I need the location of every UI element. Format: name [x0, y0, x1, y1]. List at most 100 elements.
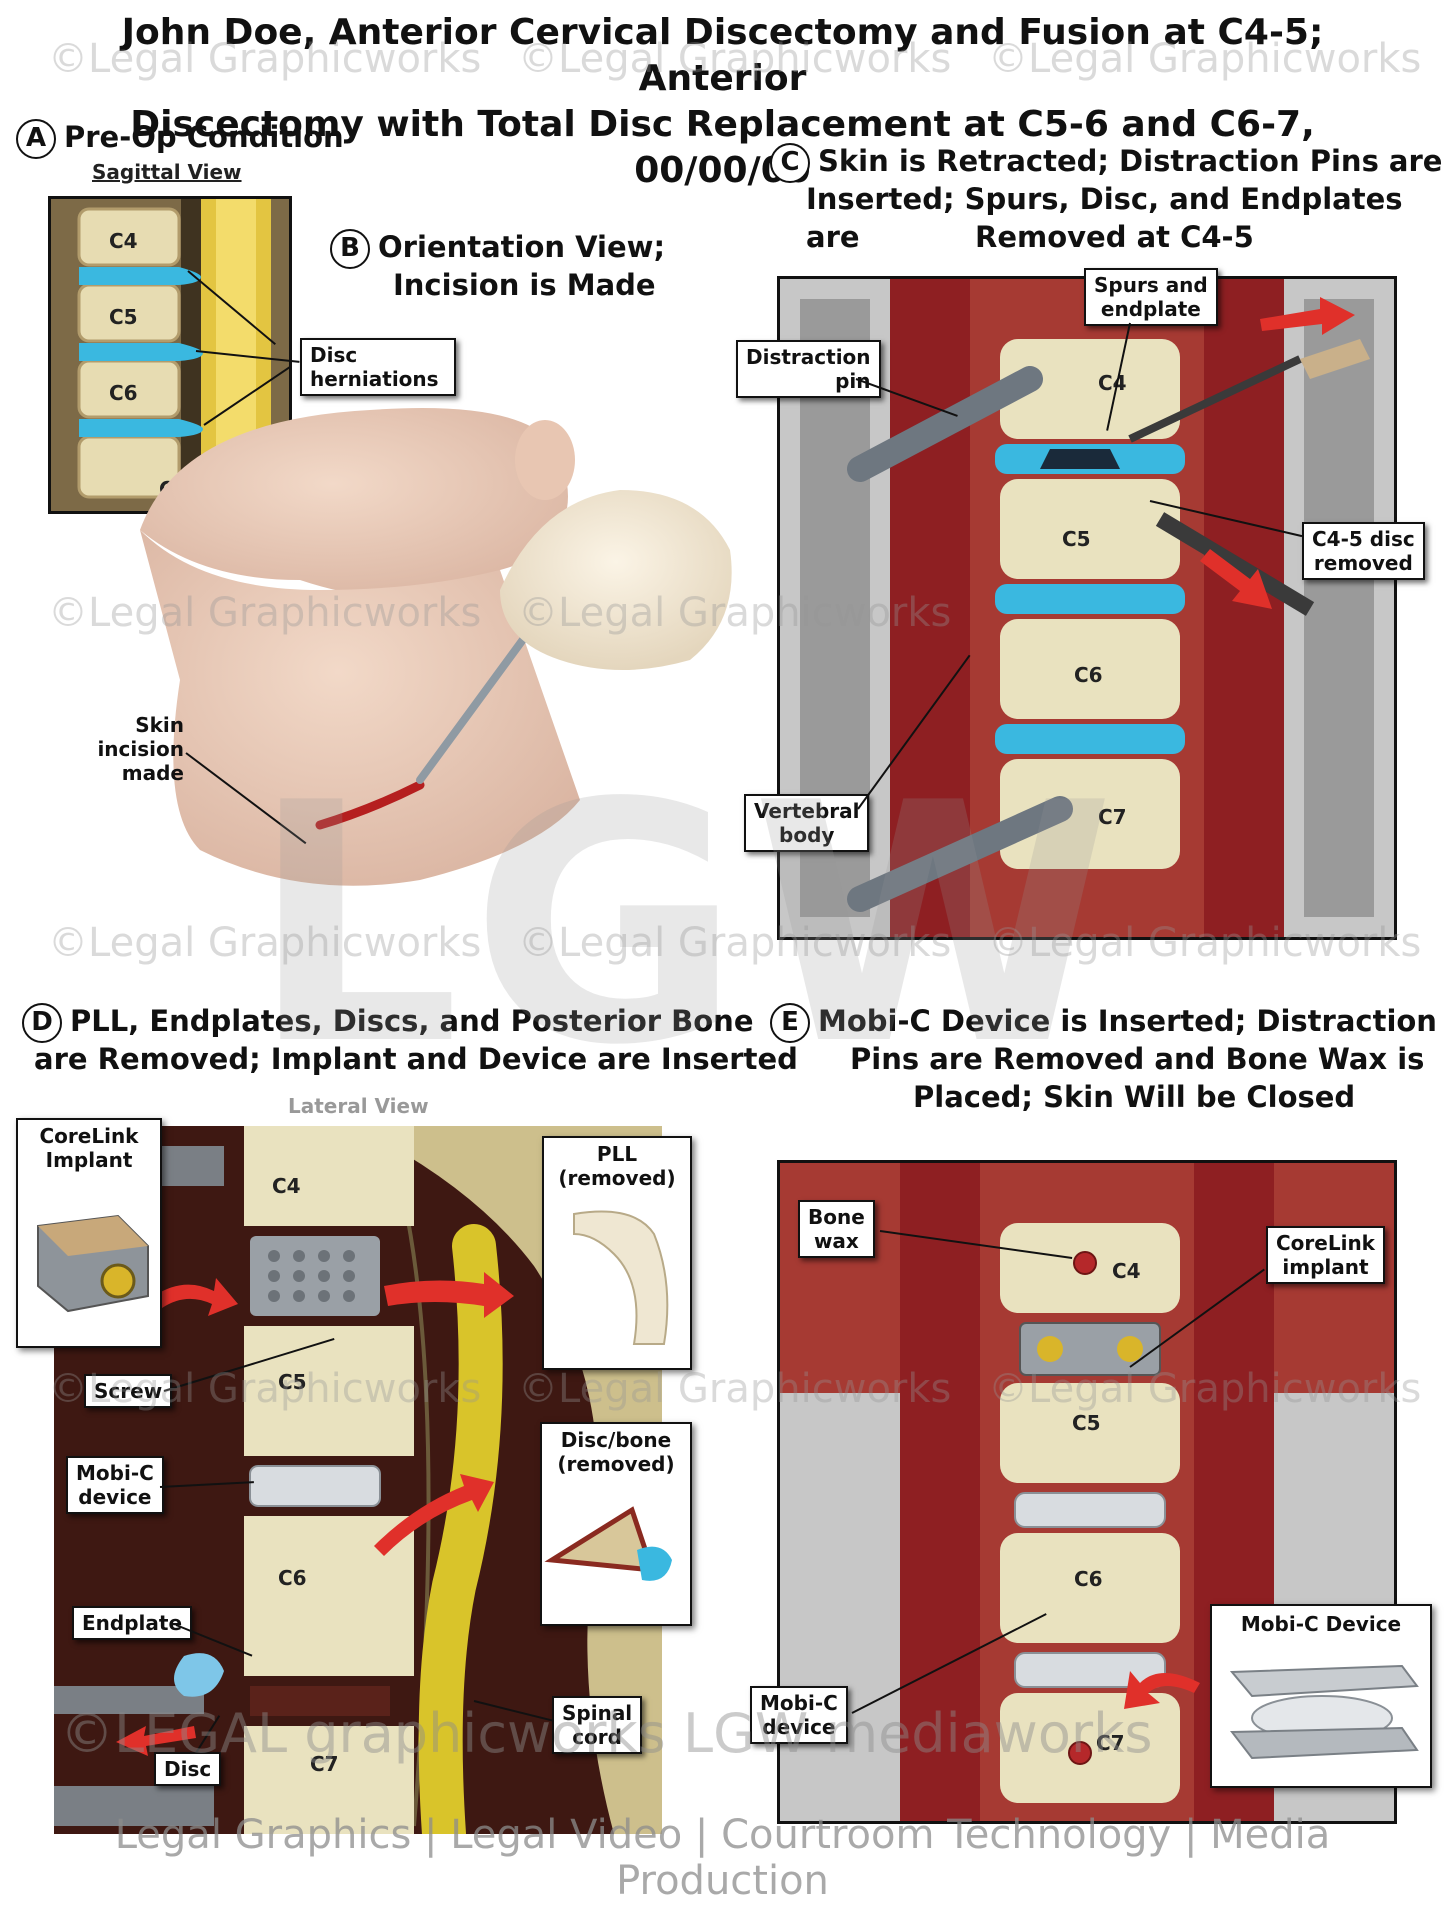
callout-pin-line-1: Distraction: [746, 345, 871, 369]
inset-discbone-line-2: (removed): [557, 1452, 675, 1476]
inset-pll-removed: PLL (removed): [542, 1136, 692, 1370]
callout-mobic-e-line-1: Mobi-C: [760, 1691, 838, 1715]
lateral-label-c6: C6: [278, 1566, 307, 1590]
closure-label-c5: C5: [1072, 1411, 1101, 1435]
closure-label-c6: C6: [1074, 1567, 1103, 1591]
callout-cord-line-2: cord: [572, 1725, 622, 1749]
callout-screw: Screw: [84, 1374, 173, 1408]
watermark-text-8: ©Legal Graphicworks: [988, 920, 1422, 966]
inset-pll-label: PLL (removed): [544, 1138, 690, 1194]
callout-corelink-e-line-1: CoreLink: [1276, 1231, 1375, 1255]
closure-label-c4: C4: [1112, 1259, 1141, 1283]
panel-e-title-1: Mobi-C Device is Inserted; Distraction: [818, 1004, 1437, 1038]
callout-disc-removed-line-1: C4-5 disc: [1312, 527, 1415, 551]
callout-corelink-implant-e: CoreLink implant: [1266, 1226, 1385, 1284]
callout-spurs-endplate: Spurs and endplate: [1084, 268, 1218, 326]
callout-disc-removed-line-2: removed: [1313, 551, 1413, 575]
callout-vertebral-body-line-1: Vertebral: [754, 799, 860, 823]
pll-graphic: [573, 1210, 669, 1345]
watermark-text-4: ©Legal Graphicworks: [48, 590, 482, 636]
panel-d-title-1: PLL, Endplates, Discs, and Posterior Bon…: [70, 1004, 754, 1038]
panel-a-view-label: Sagittal View: [92, 160, 242, 184]
callout-corelink-e-line-2: implant: [1282, 1255, 1369, 1279]
panel-d-title-2: are Removed; Implant and Device are Inse…: [34, 1042, 798, 1076]
callout-spurs-line-2: endplate: [1100, 297, 1201, 321]
callout-skin-incision-line-2: made: [121, 761, 184, 785]
callout-mobic-lateral-line-1: Mobi-C: [76, 1461, 154, 1485]
callout-spurs-line-1: Spurs and: [1094, 273, 1208, 297]
inset-pll-line-1: PLL: [596, 1142, 638, 1166]
inset-discbone-label: Disc/bone (removed): [542, 1424, 690, 1480]
watermark-text-9: ©Legal Graphicworks: [48, 1366, 482, 1412]
callout-vertebral-body-line-2: body: [779, 823, 835, 847]
lateral-label-c5: C5: [278, 1370, 307, 1394]
panel-e-letter: E: [770, 1003, 810, 1043]
panel-e-title-3: Placed; Skin Will be Closed: [913, 1080, 1356, 1114]
watermark-text-3: ©Legal Graphicworks: [988, 36, 1422, 82]
panel-d-letter: D: [22, 1003, 62, 1043]
callout-distraction-pin: Distraction pin: [736, 340, 881, 398]
inset-disc-bone-removed: Disc/bone (removed): [540, 1422, 692, 1626]
panel-e-title-2: Pins are Removed and Bone Wax is: [850, 1042, 1425, 1076]
watermark-text-2: ©Legal Graphicworks: [518, 36, 952, 82]
watermark-text-11: ©Legal Graphicworks: [988, 1366, 1422, 1412]
inset-pll-line-2: (removed): [558, 1166, 676, 1190]
title-line-1: John Doe, Anterior Cervical Discectomy a…: [121, 12, 1324, 99]
callout-vertebral-body: Vertebral body: [744, 794, 870, 852]
callout-mobic-e-line-2: device: [762, 1715, 836, 1739]
inset-corelink-line-1: CoreLink: [39, 1124, 139, 1148]
watermark-logo: LGW: [250, 733, 1126, 1117]
closure-label-c7: C7: [1096, 1731, 1125, 1755]
panel-a-title: Pre-Op Condition: [64, 120, 344, 154]
watermark-text-6: ©Legal Graphicworks: [48, 920, 482, 966]
panel-a-letter: A: [16, 119, 56, 159]
callout-pin-line-2: pin: [835, 369, 871, 393]
corelink-implant-graphic: [37, 1214, 149, 1313]
callout-spinal-cord: Spinal cord: [552, 1696, 643, 1754]
callout-skin-incision-line-1: Skin incision: [97, 713, 184, 761]
inset-discbone-line-1: Disc/bone: [560, 1428, 672, 1452]
panel-c-title-2: Inserted; Spurs, Disc, and Endplates are: [806, 182, 1403, 254]
field-label-c7: C7: [1098, 805, 1127, 829]
callout-cord-line-1: Spinal: [562, 1701, 633, 1725]
watermark-text-1: ©Legal Graphicworks: [48, 36, 482, 82]
sagittal-label-c5: C5: [109, 305, 138, 329]
field-label-c4: C4: [1098, 371, 1127, 395]
panel-d-view-label: Lateral View: [288, 1094, 429, 1118]
panel-c-title-3: Removed at C4-5: [975, 220, 1254, 254]
inset-mobic-title: Mobi-C Device: [1212, 1606, 1430, 1642]
callout-bone-wax: Bone wax: [798, 1200, 875, 1258]
lateral-label-c7: C7: [310, 1752, 339, 1776]
callout-mobic-lateral-line-2: device: [78, 1485, 152, 1509]
inset-corelink-line-2: Implant: [45, 1148, 133, 1172]
field-label-c6: C6: [1074, 663, 1103, 687]
mobic-device-graphic: [1229, 1664, 1419, 1760]
callout-mobic-device-e: Mobi-C device: [750, 1686, 848, 1744]
neck-illustration: [140, 408, 732, 886]
callout-c45-disc-removed: C4-5 disc removed: [1302, 522, 1425, 580]
panel-c-surgical-image: C4 C5 C6 C7: [777, 276, 1397, 940]
panel-b-title-1: Orientation View;: [378, 230, 666, 264]
inset-mobic-device: Mobi-C Device: [1210, 1604, 1432, 1788]
callout-mobic-device-lateral: Mobi-C device: [66, 1456, 164, 1514]
watermark-bottom-banner: ©LEGAL graphicworks LGW mediaworks: [60, 1702, 1153, 1765]
inset-corelink-label: CoreLink Implant: [18, 1120, 160, 1176]
sagittal-label-c6: C6: [109, 381, 138, 405]
panel-a-sagittal-image: C4 C5 C6 C7: [48, 196, 292, 514]
panel-c-title-1: Skin is Retracted; Distraction Pins are: [818, 144, 1443, 178]
callout-bone-wax-line-2: wax: [813, 1229, 859, 1253]
lateral-label-c4: C4: [272, 1174, 301, 1198]
callout-disc-herniations: Disc herniations: [300, 338, 456, 396]
disc-bone-graphic: [544, 1506, 672, 1581]
panel-b-letter: B: [330, 229, 370, 269]
watermark-text-5: ©Legal Graphicworks: [518, 590, 952, 636]
callout-bone-wax-line-1: Bone: [808, 1205, 865, 1229]
footer-tagline: Legal Graphics | Legal Video | Courtroom…: [114, 1812, 1331, 1904]
panel-c-letter: C: [770, 143, 810, 183]
watermark-text-10: ©Legal Graphicworks: [518, 1366, 952, 1412]
callout-endplate: Endplate: [72, 1606, 193, 1640]
